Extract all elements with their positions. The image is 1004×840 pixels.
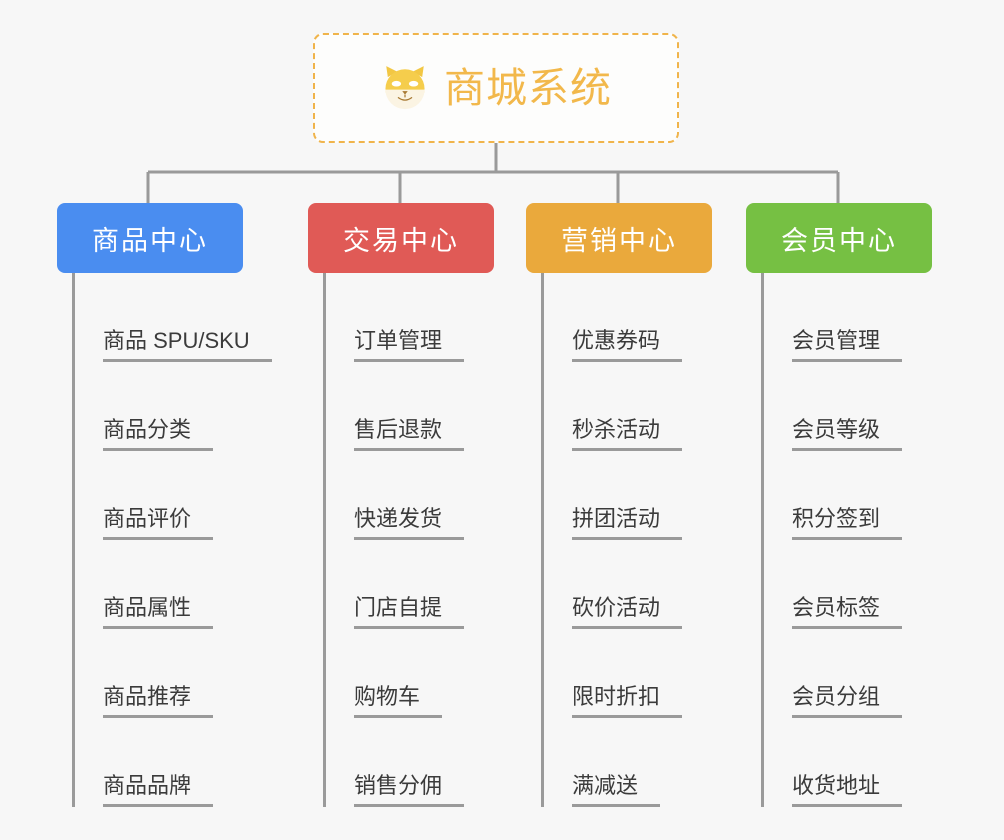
root-node[interactable]: 商城系统	[313, 33, 679, 143]
category-header-0[interactable]: 商品中心	[57, 203, 243, 273]
leaf-label: 商品分类	[103, 417, 214, 451]
list-item[interactable]: 会员分组	[764, 629, 903, 718]
leaf-label: 会员等级	[792, 417, 903, 451]
leaf-label: 秒杀活动	[572, 417, 683, 451]
list-item[interactable]: 售后退款	[326, 362, 465, 451]
list-item[interactable]: 门店自提	[326, 540, 465, 629]
shiba-dog-face-icon	[385, 66, 425, 110]
list-item[interactable]: 拼团活动	[544, 451, 683, 540]
category-header-3[interactable]: 会员中心	[746, 203, 932, 273]
leaf-list-0: 商品 SPU/SKU 商品分类 商品评价 商品属性 商品推荐 商品品牌	[72, 273, 272, 807]
list-item[interactable]: 收货地址	[764, 718, 903, 807]
leaf-label: 商品属性	[103, 595, 214, 629]
leaf-label: 会员管理	[792, 328, 903, 362]
root-title: 商城系统	[444, 64, 612, 111]
leaf-label: 销售分佣	[354, 773, 465, 807]
leaf-label: 售后退款	[354, 417, 465, 451]
list-item[interactable]: 会员管理	[764, 273, 903, 362]
category-header-1[interactable]: 交易中心	[308, 203, 494, 273]
list-item[interactable]: 砍价活动	[544, 540, 683, 629]
list-item[interactable]: 购物车	[326, 629, 464, 718]
leaf-label: 门店自提	[354, 595, 465, 629]
category-label-0: 商品中心	[92, 225, 208, 256]
list-item[interactable]: 商品推荐	[75, 629, 272, 718]
leaf-label: 会员标签	[792, 595, 903, 629]
leaf-label: 商品评价	[103, 506, 214, 540]
list-item[interactable]: 商品 SPU/SKU	[75, 273, 272, 362]
list-item[interactable]: 商品属性	[75, 540, 272, 629]
list-item[interactable]: 商品分类	[75, 362, 272, 451]
leaf-label: 收货地址	[792, 773, 903, 807]
leaf-label: 优惠券码	[572, 328, 683, 362]
list-item[interactable]: 会员等级	[764, 362, 903, 451]
category-label-1: 交易中心	[343, 225, 459, 256]
leaf-label: 积分签到	[792, 506, 903, 540]
category-column-2: 营销中心 优惠券码 秒杀活动 拼团活动 砍价活动 限时折扣 满减送	[526, 203, 712, 807]
leaf-label: 订单管理	[354, 328, 465, 362]
list-item[interactable]: 秒杀活动	[544, 362, 683, 451]
list-item[interactable]: 限时折扣	[544, 629, 683, 718]
leaf-label: 快递发货	[354, 506, 465, 540]
leaf-label: 砍价活动	[572, 595, 683, 629]
category-label-2: 营销中心	[561, 225, 677, 256]
leaf-list-1: 订单管理 售后退款 快递发货 门店自提 购物车 销售分佣	[323, 273, 465, 807]
leaf-label: 拼团活动	[572, 506, 683, 540]
list-item[interactable]: 订单管理	[326, 273, 465, 362]
category-column-3: 会员中心 会员管理 会员等级 积分签到 会员标签 会员分组 收货地址	[746, 203, 932, 807]
leaf-label: 商品 SPU/SKU	[103, 328, 272, 362]
leaf-label: 购物车	[354, 684, 443, 718]
category-column-0: 商品中心 商品 SPU/SKU 商品分类 商品评价 商品属性 商品推荐 商品品牌	[57, 203, 272, 807]
category-header-2[interactable]: 营销中心	[526, 203, 712, 273]
list-item[interactable]: 商品品牌	[75, 718, 272, 807]
category-column-1: 交易中心 订单管理 售后退款 快递发货 门店自提 购物车 销售分佣	[308, 203, 494, 807]
leaf-list-2: 优惠券码 秒杀活动 拼团活动 砍价活动 限时折扣 满减送	[541, 273, 683, 807]
list-item[interactable]: 满减送	[544, 718, 682, 807]
leaf-label: 会员分组	[792, 684, 903, 718]
list-item[interactable]: 商品评价	[75, 451, 272, 540]
leaf-label: 满减送	[572, 773, 661, 807]
category-label-3: 会员中心	[781, 225, 897, 256]
list-item[interactable]: 积分签到	[764, 451, 903, 540]
list-item[interactable]: 会员标签	[764, 540, 903, 629]
list-item[interactable]: 销售分佣	[326, 718, 465, 807]
leaf-label: 商品品牌	[103, 773, 214, 807]
list-item[interactable]: 快递发货	[326, 451, 465, 540]
leaf-label: 限时折扣	[572, 684, 683, 718]
leaf-label: 商品推荐	[103, 684, 214, 718]
leaf-list-3: 会员管理 会员等级 积分签到 会员标签 会员分组 收货地址	[761, 273, 903, 807]
list-item[interactable]: 优惠券码	[544, 273, 683, 362]
